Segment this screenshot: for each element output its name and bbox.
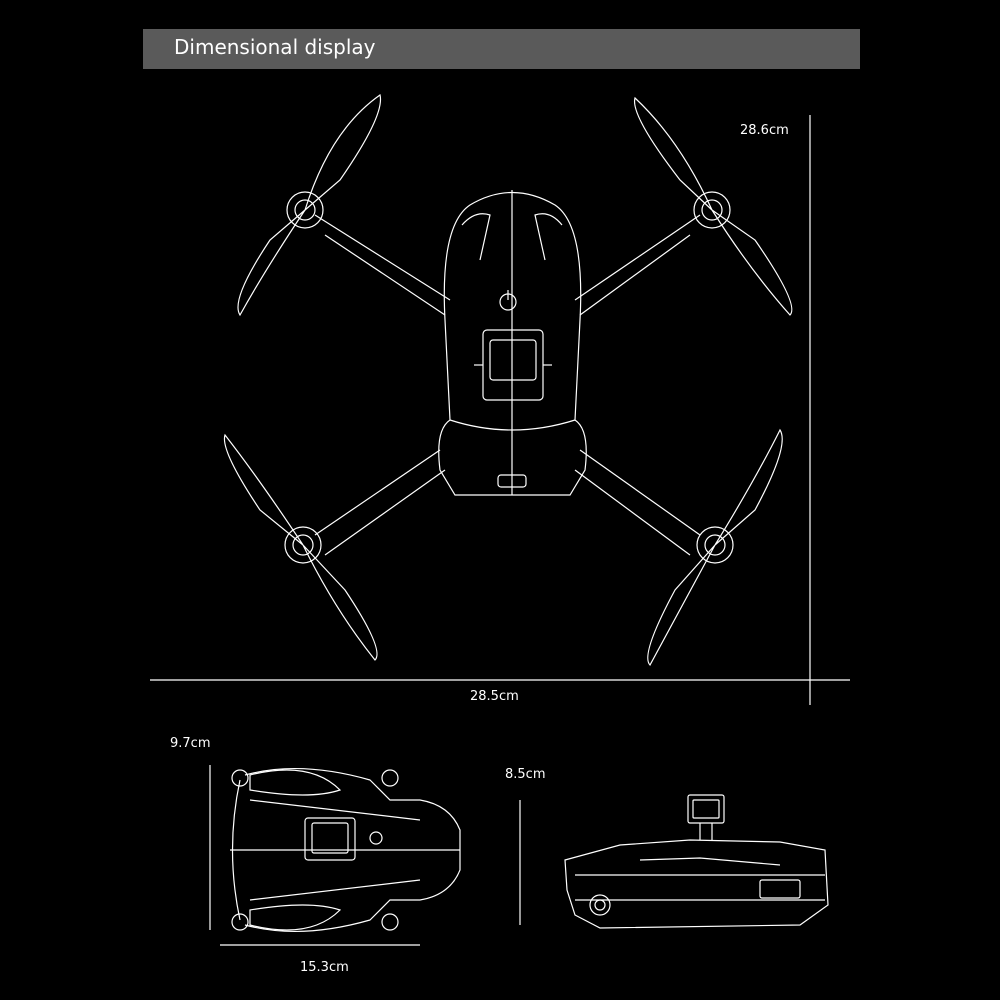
arm-rear-right (574, 449, 701, 556)
drone-folded-top-view (230, 767, 461, 933)
propeller-rear-right (647, 428, 783, 666)
power-icon (499, 290, 517, 311)
drone-top-view (223, 94, 793, 666)
header-bar: Dimensional display (143, 29, 860, 69)
page-title: Dimensional display (174, 35, 376, 59)
motor-front-left (286, 191, 324, 229)
propeller-rear-left (223, 433, 378, 661)
folded-height-label: 8.5cm (505, 767, 546, 782)
arm-front-right (574, 214, 701, 316)
propeller-front-left (237, 94, 382, 317)
propeller-front-right (633, 96, 793, 316)
motor-rear-left (284, 526, 322, 564)
arm-front-left (314, 214, 451, 316)
height-dimension-label: 28.6cm (740, 123, 789, 138)
drone-body (438, 191, 587, 496)
motor-front-right (693, 191, 731, 229)
folded-width-label: 9.7cm (170, 736, 211, 751)
camera-module (474, 329, 552, 401)
arm-rear-left (314, 449, 446, 556)
width-dimension-label: 28.5cm (470, 689, 519, 704)
drone-folded-side-view (564, 794, 829, 929)
motor-rear-right (696, 526, 734, 564)
folded-length-label: 15.3cm (300, 960, 349, 975)
